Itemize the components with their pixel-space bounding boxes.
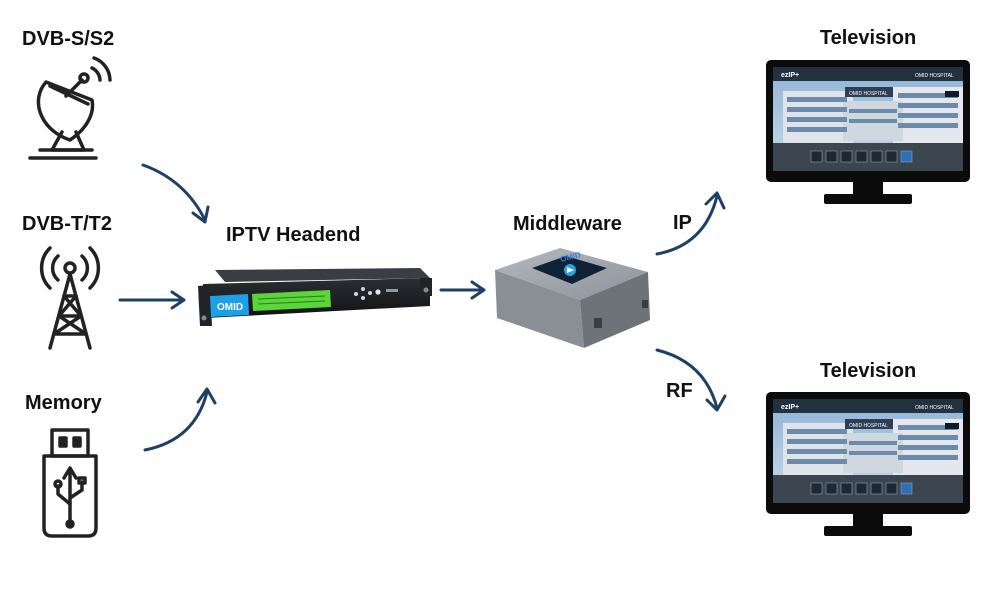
middleware-label: Middleware — [513, 213, 622, 235]
ip-link-label: IP — [673, 212, 692, 234]
middleware-device: OMID — [495, 248, 650, 348]
usb-memory-icon — [42, 428, 98, 538]
television-bottom-label: Television — [819, 360, 917, 382]
tv-bottom-hospital-sign: OMID HOSPITAL — [849, 423, 888, 429]
television-top-icon: ezIP+ OMID HOSPITAL OMID HOSPITAL — [766, 60, 970, 204]
arrow-rf-to-tv — [655, 348, 719, 410]
memory-input-label: Memory — [25, 392, 102, 414]
satellite-dish-icon — [28, 56, 112, 160]
satellite-input-label: DVB-S/S2 — [22, 28, 115, 50]
arrowhead-rf — [705, 394, 727, 412]
tv-top-logo-text: ezIP+ — [781, 72, 799, 79]
arrowhead-middleware — [470, 280, 486, 300]
headend-brand-logo: OMID — [217, 302, 243, 313]
arrow-ip-to-tv — [655, 194, 719, 256]
rf-link-label: RF — [666, 380, 693, 402]
tv-top-hospital-sign: OMID HOSPITAL — [849, 91, 888, 97]
headend-label: IPTV Headend — [226, 224, 361, 246]
tv-top-corner-title: OMID HOSPITAL — [915, 73, 954, 79]
television-top-label: Television — [819, 27, 917, 49]
antenna-tower-icon — [39, 246, 101, 350]
tv-bottom-corner-title: OMID HOSPITAL — [915, 405, 954, 411]
terrestrial-input-label: DVB-T/T2 — [22, 213, 112, 235]
flow-arrows — [118, 163, 727, 452]
arrowhead-memory — [196, 387, 217, 405]
television-bottom-icon: ezIP+ OMID HOSPITAL OMID HOSPITAL — [766, 392, 970, 536]
arrow-memory-to-headend — [143, 390, 209, 452]
tv-bottom-logo-text: ezIP+ — [781, 404, 799, 411]
iptv-headend-device: OMID — [198, 268, 432, 326]
arrowhead-ip — [704, 191, 726, 210]
arrowhead-satellite — [191, 205, 210, 224]
arrowhead-terrestrial — [170, 290, 186, 310]
arrow-satellite-to-headend — [141, 163, 207, 222]
